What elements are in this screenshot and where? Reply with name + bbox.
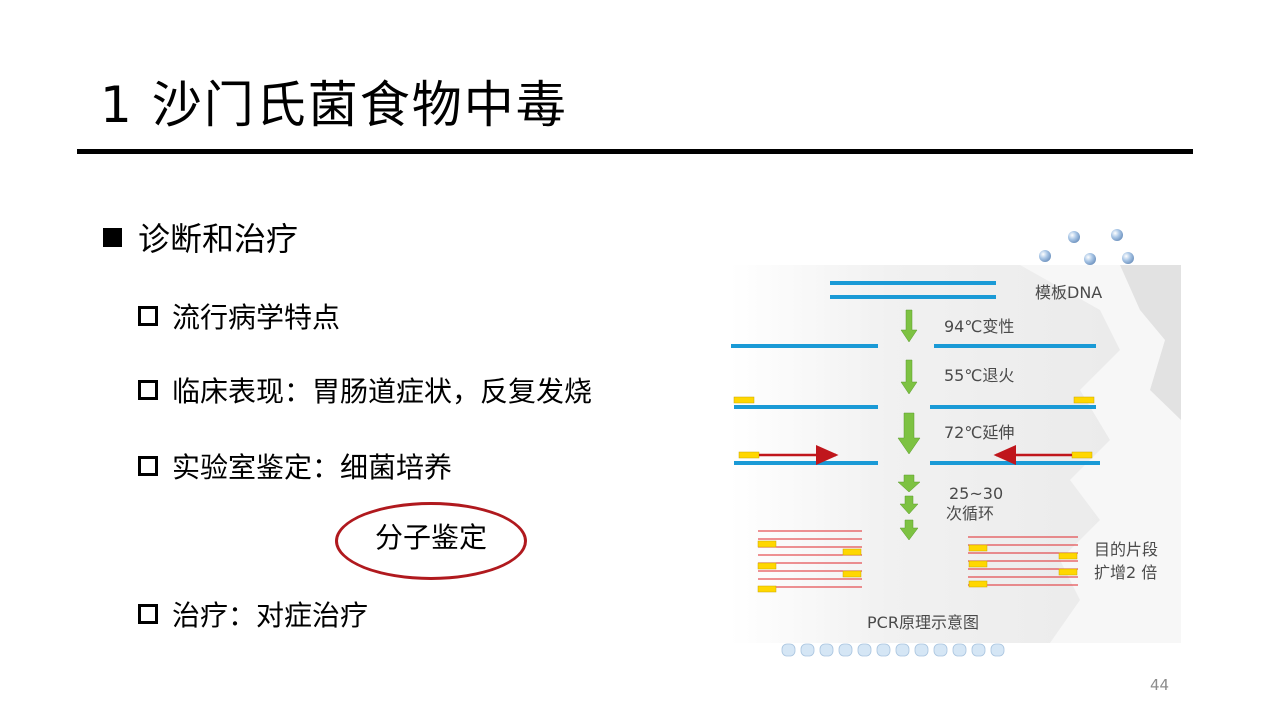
sub-bullet-text: 治疗：对症治疗 bbox=[172, 599, 369, 632]
circled-text: 分子鉴定 bbox=[374, 521, 487, 554]
filled-square-bullet-icon bbox=[103, 227, 122, 247]
sub-bullet-lab: 实验室鉴定：细菌培养 bbox=[138, 444, 452, 488]
label-target-line2: 扩增2 倍 bbox=[1094, 563, 1158, 582]
hollow-square-bullet-icon bbox=[138, 456, 158, 476]
main-bullet: 诊断和治疗 bbox=[103, 212, 298, 262]
pcr-diagram-graphic bbox=[730, 229, 1181, 657]
template-dna bbox=[830, 281, 996, 299]
amplified-products-left bbox=[757, 530, 862, 593]
label-cycles-line1: 25~30 bbox=[949, 484, 1004, 503]
label-cycles-line2: 次循环 bbox=[946, 504, 995, 523]
label-anneal: 55℃退火 bbox=[944, 366, 1015, 385]
bead-decoration bbox=[1039, 229, 1134, 265]
hollow-square-bullet-icon bbox=[138, 604, 158, 624]
denatured-strands bbox=[731, 344, 1096, 348]
main-bullet-text: 诊断和治疗 bbox=[138, 220, 299, 258]
sub-bullet-epidemiology: 流行病学特点 bbox=[138, 294, 340, 338]
label-template-dna: 模板DNA bbox=[1035, 283, 1103, 302]
diagram-caption: PCR原理示意图 bbox=[867, 613, 979, 632]
hollow-square-bullet-icon bbox=[138, 306, 158, 326]
sub-bullet-text: 临床表现：胃肠道症状，反复发烧 bbox=[172, 375, 593, 408]
label-target-line1: 目的片段 bbox=[1094, 540, 1159, 559]
slide-title: 1 沙门氏菌食物中毒 bbox=[100, 76, 568, 134]
sub-bullet-clinical: 临床表现：胃肠道症状，反复发烧 bbox=[138, 368, 592, 412]
hollow-square-bullet-icon bbox=[138, 380, 158, 400]
tube-row-decoration bbox=[781, 643, 1005, 657]
annealed-strands bbox=[733, 396, 1096, 409]
highlight-circle bbox=[335, 502, 527, 580]
sub-bullet-text: 实验室鉴定：细菌培养 bbox=[172, 451, 453, 484]
page-number: 44 bbox=[1150, 676, 1170, 694]
extension-strands bbox=[734, 445, 1100, 465]
label-extend: 72℃延伸 bbox=[944, 423, 1015, 442]
pcr-diagram: 模板DNA 94℃变性 55℃退火 72℃延伸 25~30 次循环 目的片段 扩… bbox=[720, 220, 1190, 665]
step-arrows bbox=[897, 309, 921, 541]
label-denature: 94℃变性 bbox=[944, 317, 1015, 336]
sub-bullet-treatment: 治疗：对症治疗 bbox=[138, 592, 368, 636]
title-underline bbox=[77, 149, 1193, 154]
amplified-products-right bbox=[968, 536, 1078, 588]
sub-bullet-text: 流行病学特点 bbox=[172, 301, 341, 334]
